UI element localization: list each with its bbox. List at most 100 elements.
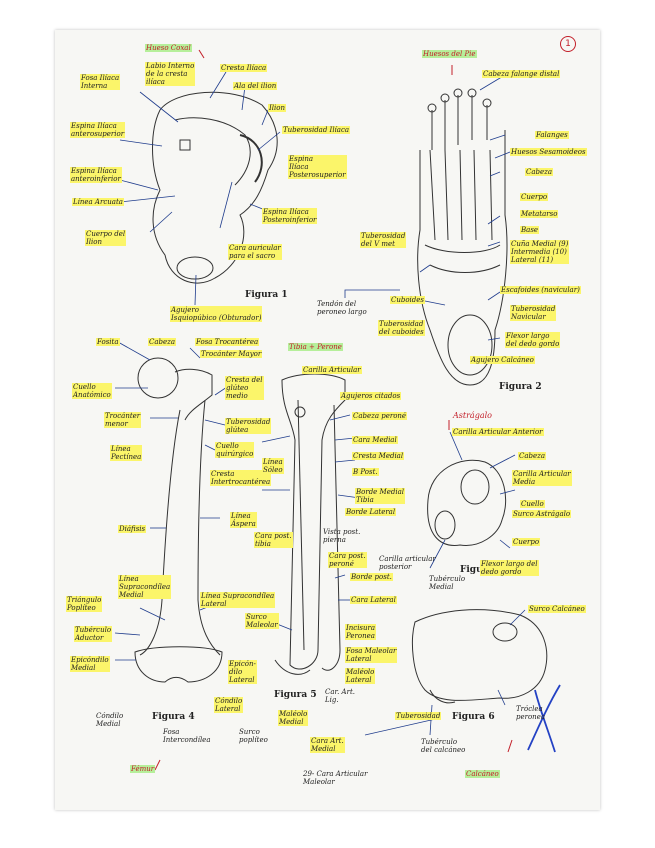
label-carilla-art-anterior: Carilla Articular Anterior (452, 428, 544, 436)
label-tuberculo-medial: Tubérculo Medial (429, 575, 466, 591)
label-surco-astragalo: Surco Astrágalo (512, 510, 572, 518)
header-huesos-pie: Huesos del Pie (422, 50, 477, 58)
label-cara-art-medial: Cara Art. Medial (310, 737, 345, 753)
label-cresta-medial: Cresta Medial (352, 452, 405, 460)
label-cabeza-pie: Cabeza (525, 168, 554, 176)
label-tuberosidad-glutea: Tuberosidad glútea (225, 418, 272, 434)
label-espina-postinf: Espina Ilíaca Posteroinferior (262, 208, 318, 224)
label-surco-maleolar: Surco Maleolar (245, 613, 279, 629)
header-astragalo: Astrágalo (453, 411, 492, 420)
calcaneus-illustration (411, 609, 548, 704)
label-tuberosidad-cuboides: Tuberosidad del cuboides (378, 320, 425, 336)
label-linea-soleo: Línea Sóleo (262, 458, 284, 474)
label-huesos-sesamoideos: Huesos Sesamoideos (510, 148, 587, 156)
label-cuerpo-pie: Cuerpo (520, 193, 549, 201)
label-cara-post-tibia: Cara post. tibia (254, 532, 293, 548)
header-hueso-coxal: Hueso Coxal (145, 44, 192, 52)
label-agujeros-citados: Agujeros citados (340, 392, 402, 400)
label-linea-arcuata: Línea Arcuata (72, 198, 124, 206)
label-cuello-quirurgico: Cuello quirúrgico (215, 442, 255, 458)
label-cara-medial: Cara Medial (352, 436, 398, 444)
label-borde-lateral: Borde Lateral (345, 508, 397, 516)
tibia-fibula-illustration (274, 373, 346, 675)
label-linea-pectinea: Línea Pectínea (110, 445, 143, 461)
label-espina-antinf: Espina Ilíaca anteroinferior (70, 167, 122, 183)
label-labio-interno: Labio Interno de la cresta ilíaca (145, 62, 196, 86)
label-ilion: Ilion (268, 104, 286, 112)
label-triangulo-popliteo: Triángulo Poplíteo (66, 596, 103, 612)
label-cara-post-perone: Cara post. peroné (328, 552, 367, 568)
label-fosa-trocanterea: Fosa Trocantérea (195, 338, 260, 346)
label-agujero-calcaneo: Agujero Calcáneo (470, 356, 535, 364)
label-condilo-medial: Cóndilo Medial (96, 712, 124, 728)
label-cresta-intertrocanterea: Cresta Intertrocantérea (210, 470, 272, 486)
talus-illustration (427, 459, 507, 546)
label-car-art-lig: Car. Art. Lig. (325, 688, 355, 704)
label-tendon-peroneo: Tendón del peroneo largo (317, 300, 367, 316)
label-espina-postsup: Espina Ilíaca Posterosuperior (288, 155, 347, 179)
label-cuerpo-astragalo: Cuerpo (512, 538, 541, 546)
label-cabeza-astragalo: Cabeza (518, 452, 547, 460)
label-surco-calcaneo: Surco Calcáneo (528, 605, 586, 613)
label-incisura-peronea: Incisura Peronea (345, 624, 377, 640)
label-cara-art-maleolar: 29- Cara Articular Maleolar (303, 770, 368, 786)
label-fosa-iliaca-interna: Fosa Ilíaca Interna (80, 74, 121, 90)
label-cabeza-falange: Cabeza falange distal (482, 70, 561, 78)
label-carilla-articular: Carilla Articular (302, 366, 362, 374)
label-flexor-largo-astragalo: Flexor largo del dedo gordo (480, 560, 539, 576)
page-number: 1 (560, 36, 576, 52)
label-cara-auricular: Cara auricular para el sacro (228, 244, 282, 260)
label-linea-supra-medial: Línea Supracondílea Medial (118, 575, 172, 599)
label-cunas: Cuña Medial (9) Intermedia (10) Lateral … (510, 240, 570, 264)
femur-illustration (134, 357, 223, 683)
label-falanges: Falanges (535, 131, 569, 139)
figure-6-caption: Figura 6 (452, 712, 495, 722)
label-cabeza-perone: Cabeza peroné (352, 412, 408, 420)
label-linea-supra-lateral: Línea Supracondílea Lateral (200, 592, 276, 608)
header-tibia-perone: Tibia + Perone (288, 343, 343, 351)
foot-illustration (417, 88, 508, 386)
label-agujero-obturador: Agujero Isquiopúbico (Obturador) (170, 306, 263, 322)
label-vista-post: Vista post. pierna (323, 528, 361, 544)
label-cuello-anatomico: Cuello Anatómico (72, 383, 112, 399)
label-carilla-posterior: Carilla articular posterior (379, 555, 436, 571)
figure-2-caption: Figura 2 (499, 382, 542, 392)
label-epicondilo-medial: Epicóndilo Medial (70, 656, 110, 672)
label-tuberosidad-calcaneo: Tuberosidad (395, 712, 442, 720)
label-cuerpo-ilion: Cuerpo del Ilion (85, 230, 127, 246)
label-flexor-largo-pie: Flexor largo del dedo gordo (505, 332, 561, 348)
header-femur: Fémur (130, 765, 156, 773)
label-fosa-intercondilea: Fosa Intercondílea (163, 728, 211, 744)
label-trocanter-mayor: Trocánter Mayor (200, 350, 263, 358)
label-maleolo-lateral: Maléolo Lateral (345, 668, 376, 684)
label-fosa-maleolar: Fosa Maleolar Lateral (345, 647, 398, 663)
label-trocanter-menor: Trocánter menor (104, 412, 142, 428)
leader-lines (114, 71, 526, 736)
label-base: Base (520, 226, 540, 234)
label-borde-post: Borde post. (350, 573, 393, 581)
label-tuberosidad-iliaca: Tuberosidad Ilíaca (282, 126, 351, 134)
label-tuberculo-calcaneo: Tubérculo del calcáneo (421, 738, 466, 754)
label-tuberculo-aductor: Tubérculo Aductor (74, 626, 113, 642)
label-troclea-peronea: Tróclea peronea (516, 705, 546, 721)
label-cara-lateral: Cara Lateral (350, 596, 397, 604)
label-tuberosidad-v: Tuberosidad del V met (360, 232, 407, 248)
figure-5-caption: Figura 5 (274, 690, 317, 700)
label-espina-antsup: Espina Ilíaca anterosuperior (70, 122, 126, 138)
label-cabeza-femur: Cabeza (148, 338, 177, 346)
label-cresta-gluteo: Cresta del glúteo medio (225, 376, 264, 400)
label-surco-popliteo: Surco poplíteo (239, 728, 268, 744)
label-diafisis: Diáfisis (118, 525, 147, 533)
label-escafoides: Escafoides (navicular) (500, 286, 581, 294)
label-cresta-iliaca: Cresta Ilíaca (220, 64, 268, 72)
label-linea-aspera: Línea Áspera (230, 512, 257, 528)
figure-4-caption: Figura 4 (152, 712, 195, 722)
red-arrows (154, 49, 513, 771)
label-maleolo-medial: Maléolo Medial (278, 710, 309, 726)
label-b-post: B Post. (352, 468, 379, 476)
figure-1-caption: Figura 1 (245, 290, 288, 300)
label-borde-medial-tibia: Borde Medial Tibia (355, 488, 405, 504)
cross-mark (527, 684, 561, 753)
label-ala-ilion: Ala del ilion (233, 82, 278, 90)
header-calcaneo: Calcáneo (465, 770, 500, 778)
